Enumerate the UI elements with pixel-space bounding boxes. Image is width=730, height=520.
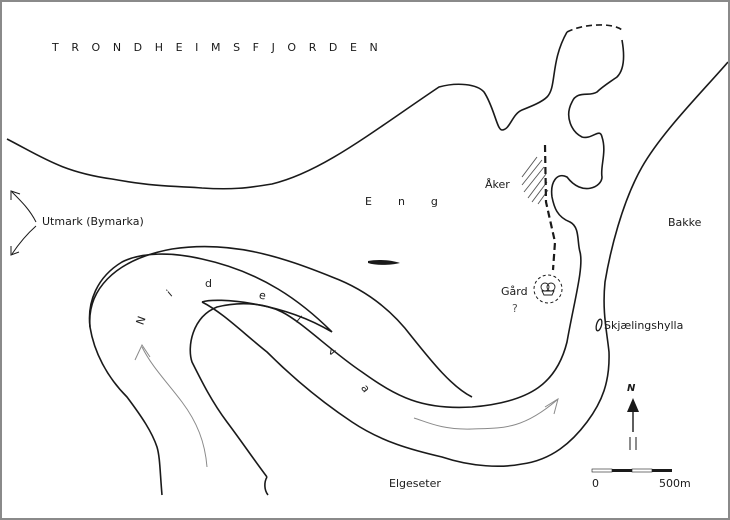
fjord-label: TRONDHEIMSFJORDEN xyxy=(52,41,391,54)
aker-label: Åker xyxy=(485,178,510,191)
utmark-arrow-up-head xyxy=(10,190,21,200)
flow-arrow-east-head xyxy=(544,397,559,415)
peninsula-dashed-edge xyxy=(566,24,623,33)
farm-label: Gård xyxy=(501,285,528,298)
scale-start-label: 0 xyxy=(592,477,599,490)
north-arrow-icon xyxy=(627,398,639,450)
west-outer-riverbank xyxy=(88,253,333,496)
elgeseter-label: Elgeseter xyxy=(389,477,441,490)
river-north-outer xyxy=(89,245,473,398)
utmark-arrow-down xyxy=(11,225,37,255)
east-riverbank xyxy=(201,61,728,467)
peninsula-east-shore xyxy=(189,39,625,478)
field-hatching xyxy=(521,156,549,205)
pond-shape xyxy=(368,259,400,265)
north-label: N xyxy=(627,383,636,394)
utmark-arrow-down-head xyxy=(10,246,20,256)
scale-end-label: 500m xyxy=(659,477,691,490)
scale-bar xyxy=(591,468,672,473)
flow-arrow-east xyxy=(413,399,558,430)
flow-arrow-west xyxy=(141,346,208,468)
eng-label: Eng xyxy=(365,195,464,208)
farm-circle xyxy=(533,274,563,304)
farm-uncertain-mark: ? xyxy=(512,302,518,315)
farm-buildings-icon xyxy=(540,282,556,296)
utmark-label: Utmark (Bymarka) xyxy=(42,215,144,228)
skjaelingshylla-label: Skjælingshylla xyxy=(604,319,684,332)
river-letter: d xyxy=(205,277,212,290)
river-inner-south xyxy=(264,476,269,496)
dashed-road xyxy=(543,144,557,271)
flow-arrow-west-head xyxy=(134,343,151,361)
bakke-label: Bakke xyxy=(668,216,702,229)
fjord-coastline xyxy=(6,31,568,190)
skjaelingshylla-islet xyxy=(595,318,603,332)
utmark-arrow-up xyxy=(11,191,37,223)
